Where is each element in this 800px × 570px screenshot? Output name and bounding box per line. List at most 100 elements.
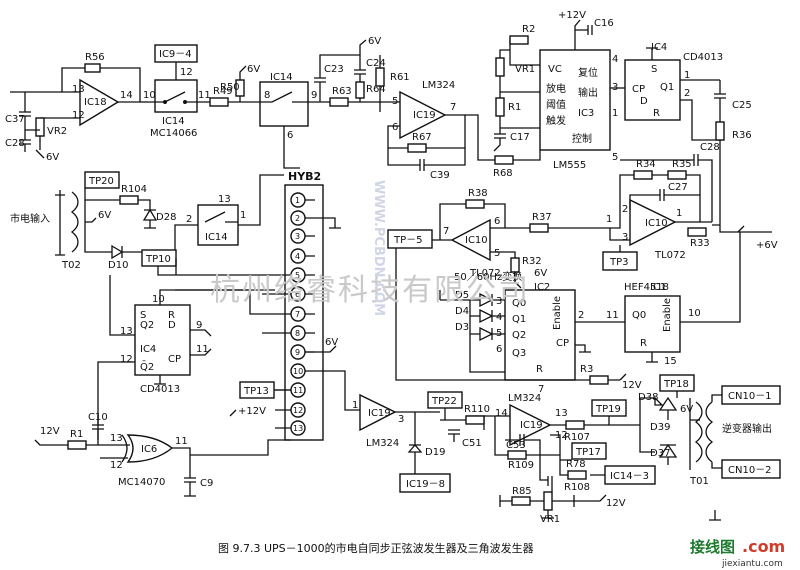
op-amp-ic19-bottom: [359, 393, 397, 432]
ic14-mid-ctrl: [283, 126, 300, 169]
ic4-mid-box: [134, 304, 191, 376]
ic10-mid-wires: [432, 203, 610, 241]
vr2-pot: [35, 117, 45, 137]
pin-number: 12: [293, 406, 303, 415]
ic4-mid-d: D: [168, 320, 176, 331]
r49-label: R49: [213, 86, 233, 97]
pin-number: 3: [295, 232, 300, 241]
ic14-lower-label: IC14: [205, 232, 228, 243]
vcc-cap: [574, 19, 593, 50]
d28-label: D28: [156, 212, 176, 223]
r109-resistor: [507, 450, 527, 460]
d38-label: D38: [638, 392, 658, 403]
ctrl-wire: [530, 150, 541, 161]
ic10-right-out: [700, 221, 772, 233]
figure-caption: 图 9.7.3 UPS－1000的市电自同步正弦波发生器及三角波发生器: [218, 541, 534, 555]
pin12-xor: 12: [110, 460, 123, 471]
v12-top: +12V: [558, 10, 586, 21]
lm555-block: VC 放电 阈值 触发 复位 输出 IC3 控制 LM555 4 3 1 5 +…: [493, 10, 625, 171]
c39-label: C39: [430, 170, 450, 181]
r104-resistor: [119, 195, 139, 205]
r3-label: R3: [580, 364, 593, 375]
ic4-r: R: [653, 108, 660, 119]
vr1-top-label: VR1: [515, 64, 535, 75]
c53-label: C53: [506, 440, 526, 451]
pin14-label: 14: [120, 90, 133, 101]
r37-label: R37: [532, 212, 552, 223]
d19-label: D19: [425, 447, 445, 458]
ic19-8-label: IC19－8: [406, 479, 445, 490]
ic14-lower-contact: [204, 211, 238, 223]
r64-resistor: [355, 81, 365, 99]
pin1-lower: 1: [240, 210, 246, 221]
ic4-out-wires: [680, 79, 722, 141]
ic14-switch-block: IC9－4 12 10 11 IC14 MC14066 R49 R50 6V I…: [143, 44, 317, 169]
cd4013-top-block: IC4 S CP Q1 D R CD4013 1 2 C25 R36: [624, 42, 752, 225]
inverter-out-label: 逆变器输出: [722, 422, 772, 435]
pin12-mid: 12: [120, 354, 133, 365]
v12-bot-wire: [574, 494, 607, 502]
pin10-mid: 10: [152, 294, 165, 305]
ic3-output: 输出: [578, 86, 598, 99]
pin9-mid: 9: [196, 320, 202, 331]
t02-secondary: [84, 200, 105, 253]
ic19-b2-label: IC19: [520, 420, 543, 431]
ic4-mid-cp: CP: [168, 354, 181, 365]
pin4-ic2: 4: [496, 312, 502, 323]
c9-label: C9: [200, 478, 213, 489]
ic1-box: [624, 295, 681, 353]
ic2-cp: CP: [556, 338, 569, 349]
ic9-4-label: IC9－4: [159, 49, 192, 60]
ic1-label: IC1: [650, 282, 666, 293]
pin2-ic2: 2: [578, 310, 584, 321]
ic18-block: IC18 13 12 14 R56 VR2 6V C37 C28: [5, 52, 148, 163]
r1-left-resistor: [67, 440, 87, 450]
ic2-enable: Enable: [552, 296, 563, 330]
r107-resistor: [565, 420, 585, 430]
tp20-box: [84, 171, 120, 189]
ic19-mid-block: IC19 LM324 14 13 12 C53 R109 R107 TP19 T…: [484, 393, 656, 525]
r50-wires: [239, 65, 247, 102]
freq-switch-label: 50／60Hz变换: [454, 270, 522, 283]
cn10-2-label: CN10－2: [728, 465, 772, 476]
tp13-label: TP13: [243, 386, 269, 397]
v12-mid-tick: [229, 409, 237, 417]
xor-out-wires: [100, 447, 196, 497]
pin9-label: 9: [311, 90, 317, 101]
transformer-secondary-coil: [705, 401, 714, 463]
vr1-top: [495, 57, 505, 77]
ic3-reset: 复位: [578, 66, 598, 79]
pin-number: 9: [295, 348, 300, 357]
hyb2-ground: [315, 217, 341, 229]
ic2-q0: Q0: [512, 298, 526, 309]
vr2-ground: [35, 136, 45, 159]
r50-label: R50: [220, 82, 240, 93]
cd4013-mid-block: TP10 Q2 D IC4 Q̄2 CP S R CD4013 13 12 9 …: [97, 249, 291, 440]
r85-resistor: [511, 496, 531, 506]
inverter-output-block: TP18 D38 D39 D37 6V T01 CN10－1 CN10－2 逆变…: [638, 374, 781, 521]
pin-number: 13: [293, 424, 303, 433]
ic14-lower-block: 13 IC14 2 1: [174, 174, 284, 252]
c28b-cap: [620, 154, 713, 222]
v6-b-label: 6V: [247, 64, 260, 75]
c17-label: C17: [510, 132, 530, 143]
ic10-mid-block: TP－5 IC10 TL072 7 6 5 R38 R37 R32 6V 50／…: [387, 188, 610, 289]
op-amp-ic10-mid: [450, 218, 491, 262]
lm324-bottom-label: LM324: [366, 438, 399, 449]
ic4-mid-r: R: [168, 310, 175, 321]
ic19-8-box: [399, 473, 451, 493]
pin-number: 4: [295, 252, 300, 261]
watermark-url: WWW.PCBDN.COM: [371, 180, 386, 316]
tp20-label: TP20: [88, 176, 114, 187]
ic2-box: [504, 289, 576, 381]
ic10-right-label: IC10: [645, 218, 668, 229]
mains-input-block: TP20 R104 D28 市电输入 6V T02 D10: [10, 171, 176, 271]
pin6-ic10: 6: [494, 216, 500, 227]
ic14-3-box: [604, 465, 656, 485]
r68-resistor: [494, 155, 514, 165]
pin-number: 6: [295, 290, 300, 299]
cn10-1-label: CN10－1: [728, 391, 772, 402]
tl072-right-label: TL072: [654, 250, 686, 261]
node: [163, 100, 167, 104]
pin-number: 11: [293, 386, 303, 395]
